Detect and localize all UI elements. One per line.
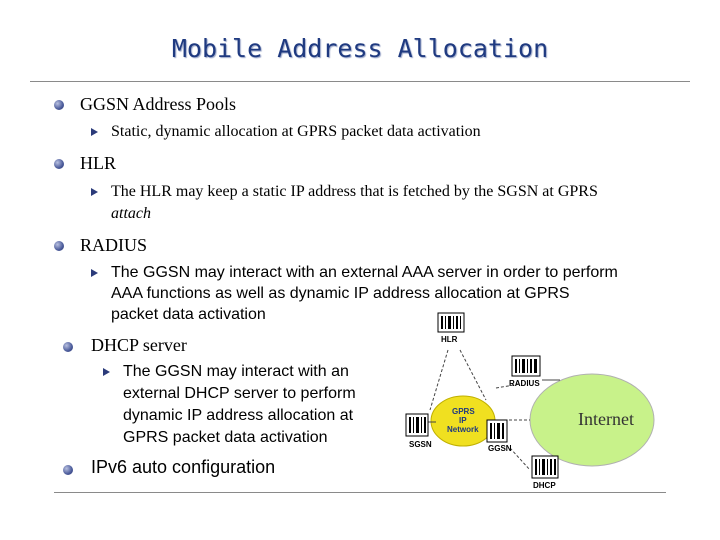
dhcp-label: DHCP [533,481,556,490]
bullet-radius: RADIUS [80,235,148,255]
dhcp-node-icon [531,455,559,479]
bullet-icon [54,241,64,251]
sub-bullet-static-dynamic: Static, dynamic allocation at GPRS packe… [111,123,481,140]
sub-bullet-arrow-icon [91,128,98,136]
sub-bullet-radius-line2: AAA functions as well as dynamic IP addr… [111,285,570,302]
radius-node-icon [511,355,541,377]
bullet-icon [54,100,64,110]
bullet-ggsn-address-pools: GGSN Address Pools [80,94,237,114]
sub-bullet-radius-line1: The GGSN may interact with an external A… [111,264,618,281]
sgsn-label: SGSN [409,440,432,449]
bottom-divider [54,492,666,493]
sub-bullet-hlr-line1: The HLR may keep a static IP address tha… [111,183,598,200]
bullet-icon [63,342,73,352]
radius-label: RADIUS [509,379,540,388]
gprs-network-label-line2: IP [459,416,467,425]
title-divider [30,81,690,82]
sub-bullet-arrow-icon [91,188,98,196]
bullet-hlr: HLR [80,153,116,173]
sub-bullet-arrow-icon [91,269,98,277]
bullet-icon [54,159,64,169]
hlr-node-icon [437,312,465,333]
gprs-network-label-line3: Network [447,425,479,434]
sub-bullet-dhcp-line3: dynamic IP address allocation at [123,407,354,424]
solid-links [428,379,560,423]
bullet-ipv6-auto-configuration: IPv6 auto configuration [91,457,276,477]
sub-bullet-arrow-icon [103,368,110,376]
gprs-network-label-line1: GPRS [452,407,475,416]
bullet-dhcp-server: DHCP server [91,335,187,355]
sub-bullet-radius-line3: packet data activation [111,306,266,323]
sub-bullet-dhcp-line4: GPRS packet data activation [123,429,328,446]
bullet-icon [63,465,73,475]
sub-bullet-dhcp-line2: external DHCP server to perform [123,385,356,402]
sub-bullet-dhcp-line1: The GGSN may interact with an [123,363,349,380]
ggsn-label: GGSN [488,444,512,453]
hlr-label: HLR [441,335,458,344]
internet-label: Internet [578,409,634,429]
page-title: Mobile Address Allocation [171,34,549,63]
sub-bullet-hlr-line2: attach [111,205,151,222]
sgsn-node-icon [405,413,429,437]
ggsn-node-icon [486,419,508,443]
